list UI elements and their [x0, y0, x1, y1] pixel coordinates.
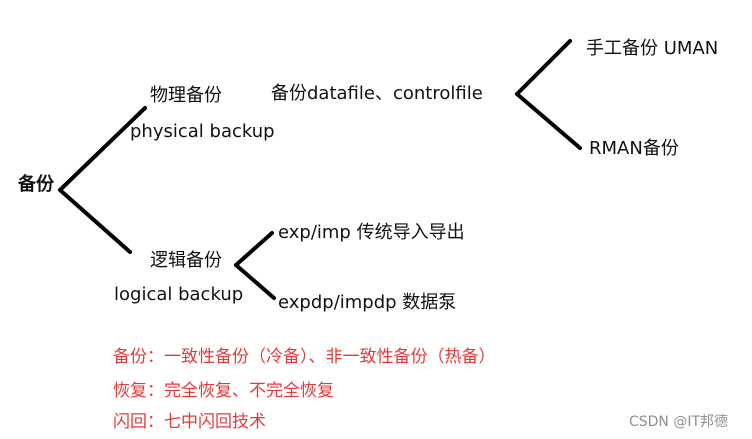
logical-backup-cn: 逻辑备份	[150, 250, 222, 271]
connector-logical-exp	[234, 231, 274, 267]
connector-physical-rman	[515, 92, 582, 150]
connector-root-logical	[58, 188, 132, 254]
physical-backup-detail: 备份datafile、controlfile	[271, 83, 483, 104]
exp-imp-tool: exp/imp 传统导入导出	[278, 222, 465, 243]
manual-backup-uman: 手工备份 UMAN	[586, 38, 719, 59]
expdp-impdp-tool: expdp/impdp 数据泵	[278, 292, 457, 313]
logical-backup-en: logical backup	[114, 284, 244, 305]
connector-physical-uman	[515, 39, 572, 96]
csdn-watermark: CSDN @IT邦德	[628, 414, 728, 430]
connector-logical-expdp	[234, 263, 276, 300]
rman-backup: RMAN备份	[589, 138, 679, 159]
note-restore: 恢复：完全恢复、不完全恢复	[113, 381, 334, 401]
note-backup: 备份：一致性备份（冷备）、非一致性备份（热备）	[113, 347, 496, 367]
physical-backup-en: physical backup	[130, 121, 275, 142]
note-flashback: 闪回：七中闪回技术	[113, 412, 266, 432]
physical-backup-cn: 物理备份	[150, 85, 222, 106]
root-backup-label: 备份	[18, 174, 54, 195]
connector-root-physical	[58, 106, 147, 192]
